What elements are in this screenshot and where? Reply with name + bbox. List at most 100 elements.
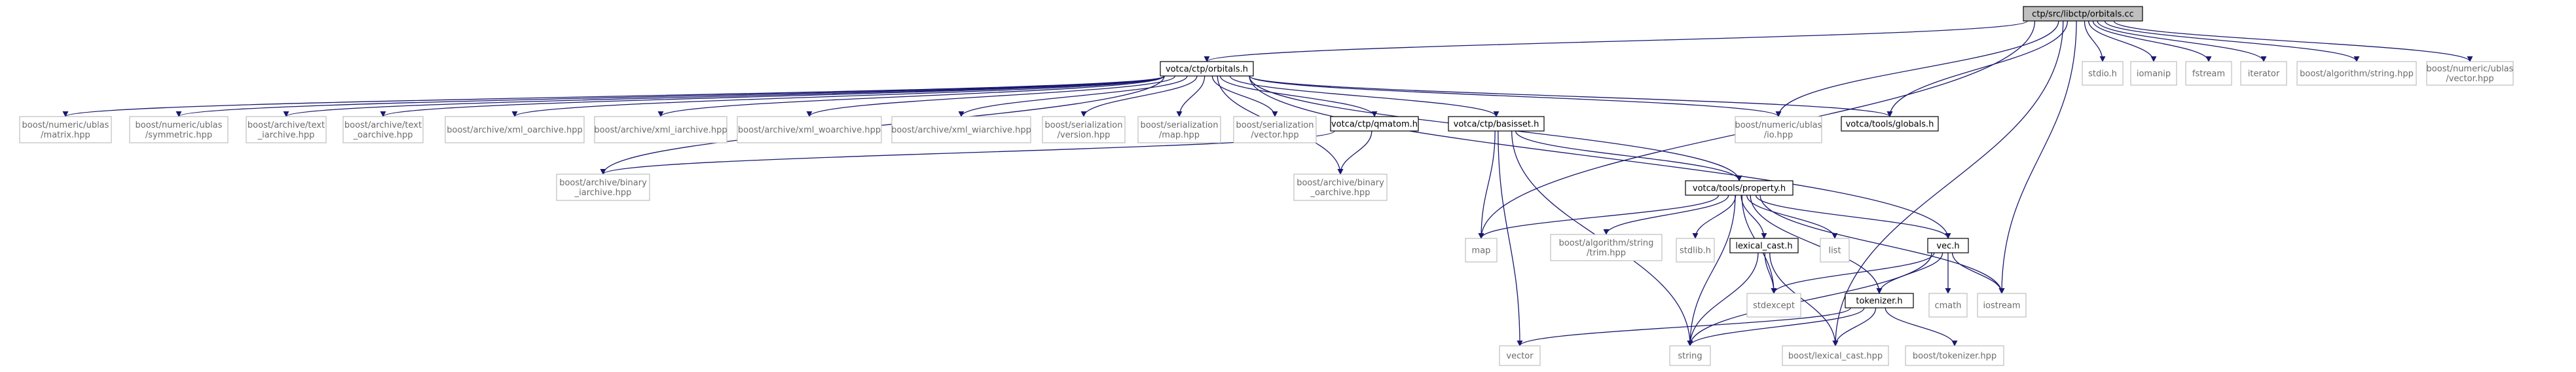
node-globals[interactable]: votca/tools/globals.h (1841, 116, 1939, 132)
node-label: boost/archive/xml_wiarchive.hpp (891, 126, 1031, 136)
node-box (19, 116, 112, 143)
node-binary-iarchive[interactable]: boost/archive/binary_iarchive.hpp (556, 174, 650, 201)
node-iterator[interactable]: iterator (2240, 61, 2287, 86)
node-box (1729, 238, 1799, 253)
node-label: /vector.hpp (1251, 130, 1298, 140)
edge-orbitals-h-to-xml-oarchive (511, 75, 1165, 117)
node-box (1042, 116, 1126, 143)
node-label: iterator (2248, 69, 2280, 79)
node-label: boost/algorithm/string.hpp (2300, 69, 2414, 79)
node-ser-vector[interactable]: boost/serialization/vector.hpp (1233, 116, 1317, 143)
node-ublas-vector[interactable]: boost/numeric/ublas/vector.hpp (2426, 61, 2514, 86)
node-box (1782, 345, 1889, 366)
node-label: lexical_cast.h (1735, 242, 1792, 251)
node-label: map (1472, 246, 1491, 256)
node-ser-version[interactable]: boost/serialization/version.hpp (1042, 116, 1126, 143)
edge-orbitals-h-to-basisset (1229, 75, 1500, 117)
node-boost-tokenizer[interactable]: boost/tokenizer.hpp (1905, 345, 2004, 366)
edge-property-to-stdlib (1692, 195, 1737, 239)
edge-vec-to-stdexcept (1771, 252, 1935, 294)
nodes-layer: ctp/src/libctp/orbitals.cc votca/ctp/orbi… (19, 6, 2514, 366)
node-xml-wiarchive[interactable]: boost/archive/xml_wiarchive.hpp (891, 116, 1031, 143)
edge-basisset-to-property (1515, 130, 1742, 181)
edge-orbitals-h-to-binary-iarchive (600, 75, 1165, 175)
edge-lexical-cast-h-to-string (1687, 252, 1759, 346)
edge-root-to-ublas-vector (2113, 20, 2473, 62)
node-ser-map[interactable]: boost/serialization/map.hpp (1137, 116, 1221, 143)
node-vec[interactable]: vec.h (1927, 238, 1969, 253)
node-label: fstream (2192, 69, 2225, 79)
node-label: boost/tokenizer.hpp (1913, 352, 1996, 362)
edge-lexical-cast-h-to-boost-lexical-cast (1769, 252, 1839, 346)
node-stdio[interactable]: stdio.h (2082, 61, 2124, 86)
edge-root-to-stdio (2084, 20, 2106, 62)
edge-orbitals-h-to-qmatom (1219, 75, 1378, 117)
node-box (1845, 293, 1914, 308)
node-xml-woarchive[interactable]: boost/archive/xml_woarchive.hpp (737, 116, 882, 143)
edge-basisset-to-map (1478, 130, 1496, 239)
node-cmath[interactable]: cmath (1928, 293, 1968, 318)
edge-property-to-map (1478, 195, 1720, 239)
node-boost-lexical-cast[interactable]: boost/lexical_cast.hpp (1782, 345, 1889, 366)
node-box (594, 116, 727, 143)
node-label: string (1678, 352, 1702, 362)
node-alg-string[interactable]: boost/algorithm/string.hpp (2296, 61, 2417, 86)
node-xml-iarchive[interactable]: boost/archive/xml_iarchive.hpp (594, 116, 727, 143)
edge-property-to-list (1746, 195, 1838, 239)
node-label: boost/archive/binary (559, 178, 647, 188)
node-vector[interactable]: vector (1499, 345, 1541, 366)
node-root[interactable]: ctp/src/libctp/orbitals.cc (2023, 6, 2143, 22)
node-property[interactable]: votca/tools/property.h (1685, 180, 1794, 196)
node-tokenizer-h[interactable]: tokenizer.h (1845, 293, 1914, 308)
node-box (1669, 345, 1711, 366)
node-label: iostream (1983, 301, 2020, 311)
node-string[interactable]: string (1669, 345, 1711, 366)
node-label: stdexcept (1753, 301, 1795, 311)
node-label: boost/numeric/ublas (1735, 121, 1822, 130)
edge-orbitals-h-to-globals (1249, 75, 1893, 117)
node-orbitals-h[interactable]: votca/ctp/orbitals.h (1160, 61, 1254, 77)
node-label: _iarchive.hpp (574, 188, 632, 198)
node-label: /io.hpp (1764, 130, 1794, 140)
node-stdexcept[interactable]: stdexcept (1746, 293, 1801, 318)
node-box (445, 116, 585, 143)
node-box (1927, 238, 1969, 253)
node-box (1685, 180, 1794, 196)
edge-orbitals-h-to-vec (1249, 75, 1951, 239)
node-basisset[interactable]: votca/ctp/basisset.h (1448, 116, 1545, 132)
node-binary-oarchive[interactable]: boost/archive/binary_oarchive.hpp (1293, 174, 1388, 201)
edge-root-to-fstream (2092, 20, 2212, 62)
node-alg-trim[interactable]: boost/algorithm/string/trim.hpp (1550, 234, 1663, 261)
node-xml-oarchive[interactable]: boost/archive/xml_oarchive.hpp (445, 116, 585, 143)
node-text-iarchive[interactable]: boost/archive/text_iarchive.hpp (246, 116, 327, 143)
edge-basisset-to-vector (1498, 130, 1523, 346)
node-qmatom[interactable]: votca/ctp/qmatom.h (1330, 116, 1419, 132)
node-box (1499, 345, 1541, 366)
node-fstream[interactable]: fstream (2185, 61, 2232, 86)
edge-tokenizer-h-to-boost-tokenizer (1885, 307, 1958, 346)
node-box (2296, 61, 2417, 86)
node-map[interactable]: map (1465, 238, 1498, 263)
node-label: stdio.h (2088, 69, 2117, 79)
edge-orbitals-h-to-ser-map (1176, 75, 1205, 117)
node-label: boost/archive/text (344, 121, 422, 130)
edge-root-to-iostream (1998, 20, 2077, 294)
node-ublas-io[interactable]: boost/numeric/ublas/io.hpp (1735, 116, 1822, 143)
edge-qmatom-to-binary-oarchive (1337, 130, 1372, 175)
node-label: /map.hpp (1159, 130, 1200, 140)
node-box (1977, 293, 2027, 318)
edge-orbitals-h-to-ser-version (1080, 75, 1198, 117)
node-label: boost/serialization (1044, 121, 1122, 130)
edge-root-to-iterator (2097, 20, 2267, 62)
node-text-oarchive[interactable]: boost/archive/text_oarchive.hpp (342, 116, 424, 143)
node-stdlib[interactable]: stdlib.h (1676, 238, 1715, 263)
node-iostream[interactable]: iostream (1977, 293, 2027, 318)
edge-vec-to-string (1687, 252, 1932, 346)
node-ublas-symmetric[interactable]: boost/numeric/ublas/symmetric.hpp (129, 116, 229, 143)
edge-property-to-alg-trim (1603, 195, 1729, 235)
node-ublas-matrix[interactable]: boost/numeric/ublas/matrix.hpp (19, 116, 112, 143)
node-list[interactable]: list (1820, 238, 1850, 263)
node-lexical-cast-h[interactable]: lexical_cast.h (1729, 238, 1799, 253)
node-iomanip[interactable]: iomanip (2130, 61, 2177, 86)
